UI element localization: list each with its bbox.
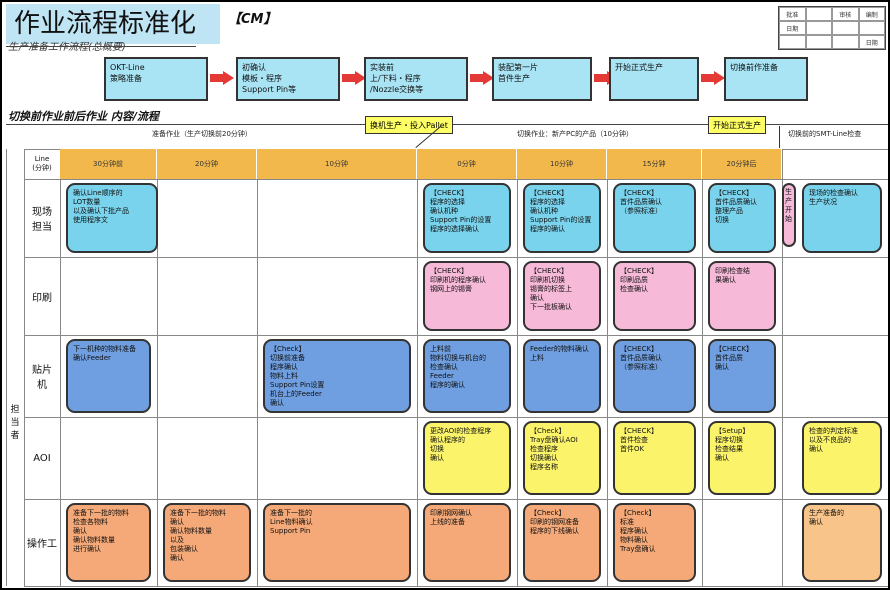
time-slot-6: 20分钟后 [702, 149, 782, 179]
task-card: 检查的判定标准 以及不良品的 确认 [802, 421, 882, 495]
callout-production: 开始正式生产 [708, 116, 766, 134]
task-card: 【Check】 切换前准备 程序确认 物料上料 Support Pin设置 机台… [263, 339, 411, 413]
grid-col-line [6, 149, 7, 586]
time-slot-0: 30分钟前 [60, 149, 157, 179]
grid-row-line [24, 335, 888, 336]
task-card: 【Check】 Tray盘确认AOI 检查程序 切换确认 程序名称 [523, 421, 601, 495]
grid-col-line [24, 149, 25, 586]
grid-row-line [24, 586, 888, 587]
subtitle: 生产准备工作流程(总概要) [8, 42, 126, 53]
approval-table: 批准审核编制日期日期 [778, 6, 886, 50]
task-card: 【Check】 标准 程序确认 物料确认 Tray盘确认 [613, 503, 696, 582]
approval-cell: 批准 [779, 7, 806, 21]
approval-cell: 日期 [858, 35, 885, 49]
task-card: 【CHECK】 首件品质确认 （参照标准） [613, 183, 696, 253]
approval-cell [832, 21, 859, 35]
flow-step-6: 切换前作准备 [724, 57, 808, 101]
flow-arrow-icon [210, 71, 234, 85]
task-card: 【CHECK】 首件品质 确认 [708, 339, 776, 413]
task-card: 上料前 物料切换与机台的 检查确认 Feeder 程序的确认 [423, 339, 511, 413]
task-card: 【CHECK】 印刷机切换 锡膏的标签上 确认 下一批板确认 [523, 261, 601, 331]
cm-tag: 【CM】 [228, 12, 277, 27]
row-label-1: 印刷 [32, 292, 52, 304]
approval-cell: 编制 [858, 7, 885, 21]
flow-arrow-icon [342, 71, 366, 85]
task-card: 生产准备的 确认 [802, 503, 882, 582]
task-card: 印刷钢网确认 上线的准备 [423, 503, 511, 582]
row-label-4: 操作工 [27, 539, 57, 550]
grid-row-line [24, 417, 888, 418]
section-title: 切换前作业前后作业 内容/流程 [8, 110, 159, 123]
side-label: 担 当 者 [10, 405, 20, 441]
task-card: 【CHECK】 印刷品质 检查确认 [613, 261, 696, 331]
task-card: 现场的检查确认 生产状况 [802, 183, 882, 253]
task-card: 下一机种的物料准备 确认Feeder [66, 339, 151, 413]
task-card: 【CHECK】 程序的选择 确认机种 Support Pin的设置 程序的选择确… [423, 183, 511, 253]
time-slot-1: 20分钟 [157, 149, 257, 179]
approval-cell [779, 35, 806, 49]
approval-cell [832, 35, 859, 49]
subtitle-underline [6, 46, 196, 47]
grid-row-line [24, 179, 888, 180]
task-card: 生产 开始 [782, 183, 796, 247]
row-label-0: 现场 担当 [32, 207, 52, 233]
flow-arrow-icon [701, 71, 725, 85]
row-label-3: AOI [33, 452, 51, 464]
task-card: 更改AOI的检查程序 确认程序的 切换 确认 [423, 421, 511, 495]
flow-arrow-icon [470, 71, 494, 85]
time-header-label: Line (分钟) [32, 155, 52, 172]
flow-step-2: 初确认 模板・程序 Support Pin等 [236, 57, 340, 101]
task-card: 【CHECK】 首件品质确认 整理产品 切换 [708, 183, 776, 253]
grid-col-line [702, 149, 703, 586]
task-card: 确认Line顺序的 LOT数量 以及确认下批产品 使用程序文 [66, 183, 158, 253]
task-card: 【CHECK】 首件检查 首件OK [613, 421, 696, 495]
grid-col-line [607, 149, 608, 586]
phase-switch: 切换作业：新产PC的产品（10分钟） [517, 130, 634, 138]
flow-step-1: OKT-Line 策略准备 [104, 57, 208, 101]
task-card: 准备下一批的物料 确认 确认物料数量 以及 包装确认 确认 [163, 503, 251, 582]
grid-col-line [517, 149, 518, 586]
grid-row-line [24, 499, 888, 500]
time-slot-4: 10分钟 [517, 149, 607, 179]
row-label-2: 贴片 机 [32, 365, 52, 391]
task-card: 【CHECK】 首件品质确认 （参照标准） [613, 339, 696, 413]
task-card: 【CHECK】 印刷机的程序确认 钢网上的锡膏 [423, 261, 511, 331]
approval-cell [805, 7, 832, 21]
task-card: 【Setup】 程序切换 检查结果 确认 [708, 421, 776, 495]
time-slot-5: 15分钟 [607, 149, 702, 179]
phase-prep: 准备作业（生产切换前20分钟） [152, 130, 252, 138]
flow-step-3: 实装前 上/下料・程序 /Nozzle交换等 [364, 57, 468, 101]
task-card: 印刷检查结 果确认 [708, 261, 776, 331]
grid-row-line [24, 257, 888, 258]
time-slot-3: 0分钟 [417, 149, 517, 179]
task-card: 准备下一批的 Line物料确认 Support Pin [263, 503, 411, 582]
flow-step-4: 装配第一片 首件生产 [492, 57, 592, 101]
task-card: Feeder的物料确认 上料 [523, 339, 601, 413]
task-card: 准备下一批的物料 检查各物料 确认 确认物料数量 进行确认 [66, 503, 151, 582]
task-card: 【CHECK】 程序的选择 确认机种 Support Pin的设置 程序的确认 [523, 183, 601, 253]
approval-cell [858, 21, 885, 35]
approval-cell: 日期 [779, 21, 806, 35]
phase-check: 切换前的SMT-Line检查 [788, 130, 862, 138]
approval-cell [805, 35, 832, 49]
task-card: 【Check】 印刷的钢网准备 程序的下线确认 [523, 503, 601, 582]
page-title: 作业流程标准化 [6, 4, 220, 44]
callout-pallet: 换机生产・投入Pallet [365, 116, 453, 134]
grid-col-line [60, 149, 61, 586]
grid-col-line [157, 149, 158, 586]
callout-leader-line [779, 126, 780, 148]
time-slot-2: 10分钟 [257, 149, 417, 179]
flow-step-5: 开始正式生产 [609, 57, 699, 101]
approval-cell [805, 21, 832, 35]
grid-col-line [257, 149, 258, 586]
grid-col-line [782, 149, 783, 586]
approval-cell: 审核 [832, 7, 859, 21]
grid-col-line [417, 149, 418, 586]
